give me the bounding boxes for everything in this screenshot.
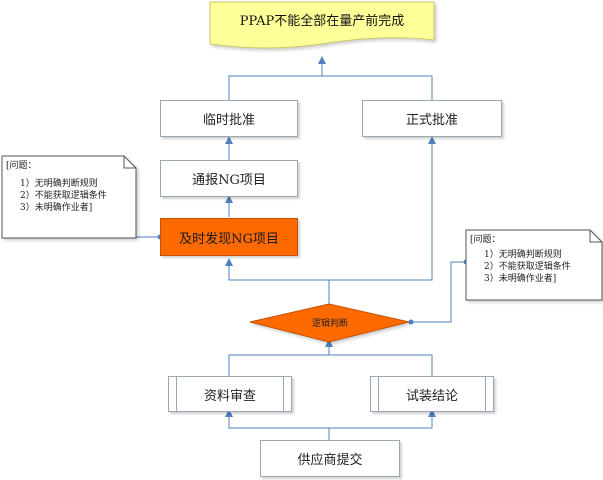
right-note-shape — [465, 229, 603, 301]
line-supplier-to-trial — [329, 409, 436, 429]
find-ng-label: 及时发现NG项目 — [179, 231, 279, 247]
right-note-item: 2）不能获取逻辑条件 — [484, 262, 571, 272]
left-problem-note: [问题： 1）无明确判断规则 2）不能获取逻辑条件 3）未明确作业者] — [6, 160, 130, 214]
right-note-item: 1）无明确判断规则 — [484, 250, 562, 260]
left-note-item: 1）无明确判断规则 — [20, 179, 98, 189]
doc-review-box: 资料审查 — [168, 376, 292, 412]
line-supplier-to-review — [225, 409, 330, 440]
temp-approval-box: 临时批准 — [160, 100, 298, 137]
line-trial-to-decision — [329, 354, 433, 376]
banner-shape — [209, 1, 435, 49]
decision-diamond — [249, 303, 410, 343]
line-review-to-decision — [228, 339, 333, 376]
temp-approval-label: 临时批准 — [202, 113, 255, 128]
doc-review-label: 资料审查 — [203, 388, 256, 404]
left-note-title: [问题： — [6, 161, 37, 171]
right-problem-note: [问题： 1）无明确判断规则 2）不能获取逻辑条件 3）未明确作业者] — [470, 234, 596, 285]
report-ng-label: 通报NG项目 — [192, 173, 266, 188]
trial-conclusion-box: 试装结论 — [370, 376, 494, 412]
right-note-title: [问题： — [470, 235, 501, 245]
formal-approval-box: 正式批准 — [362, 100, 502, 137]
right-note-item: 3）未明确作业者] — [484, 274, 557, 284]
line-temp-to-banner — [228, 75, 322, 100]
left-note-item: 3）未明确作业者] — [20, 203, 93, 213]
line-formal-to-banner — [322, 75, 433, 100]
supplier-submit-box: 供应商提交 — [260, 440, 400, 477]
report-ng-box: 通报NG项目 — [160, 160, 298, 197]
banner-text: PPAP不能全部在量产前完成 — [239, 13, 405, 29]
line-decision-to-formal — [328, 136, 436, 306]
find-ng-box: 及时发现NG项目 — [160, 218, 298, 256]
left-note-shape — [1, 155, 137, 239]
formal-approval-label: 正式批准 — [405, 113, 458, 128]
right-note-leader — [411, 261, 466, 323]
decision-label: 逻辑判断 — [311, 318, 348, 329]
left-note-item: 2）不能获取逻辑条件 — [20, 191, 107, 201]
supplier-submit-label: 供应商提交 — [297, 453, 363, 468]
trial-conclusion-label: 试装结论 — [405, 388, 458, 404]
line-decision-to-find — [225, 258, 330, 306]
